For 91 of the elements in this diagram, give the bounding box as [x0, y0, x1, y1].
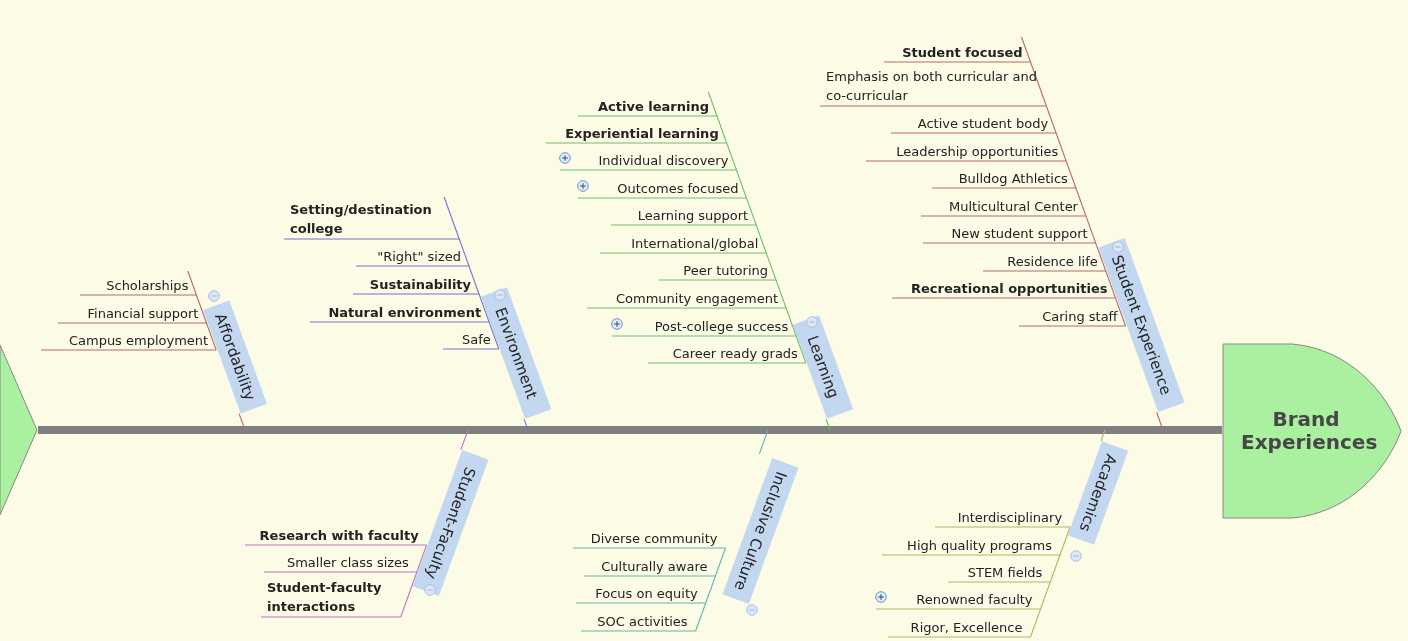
- branch-line: [575, 602, 707, 604]
- cause-text: Smaller class sizes: [286, 554, 409, 571]
- cause-text: Emphasis on both curricular and co-curricular: [826, 67, 1044, 105]
- branch-line: [586, 307, 787, 309]
- cause-text: Diverse community: [590, 530, 718, 547]
- fish-tail: [0, 345, 38, 515]
- cause-text: Interdisciplinary: [957, 509, 1063, 526]
- branch-line: [891, 297, 1117, 299]
- cause-text: Student focused: [902, 44, 1023, 61]
- rib-line: [187, 270, 217, 351]
- branch-line: [934, 526, 1071, 528]
- rib-line: [825, 418, 831, 431]
- branch-line: [658, 279, 777, 281]
- cause-text: Active student body: [917, 115, 1049, 132]
- cause-text: Learning support: [637, 207, 749, 224]
- branch-line: [890, 132, 1057, 134]
- cause-text: New student support: [951, 225, 1088, 242]
- branch-line: [610, 224, 757, 226]
- rib-line: [238, 413, 246, 431]
- branch-line: [819, 105, 1047, 107]
- branch-line: [545, 142, 728, 144]
- cause-text: Post-college success: [654, 318, 789, 335]
- cause-text: "Right" sized: [377, 248, 461, 265]
- cause-text: SOC activities: [597, 613, 688, 630]
- cause-text: Financial support: [87, 305, 199, 322]
- cause-text: Experiential learning: [565, 125, 719, 142]
- rib-line: [1029, 526, 1071, 638]
- branch-line: [559, 169, 737, 171]
- cause-text: International/global: [631, 235, 759, 252]
- rib-line: [758, 429, 769, 455]
- branch-line: [577, 197, 748, 199]
- branch-line: [931, 187, 1077, 189]
- branch-line: [875, 608, 1042, 610]
- cause-text: Multicultural Center: [949, 198, 1078, 215]
- rib-line: [443, 196, 500, 350]
- fish-head: Brand Experiences: [1222, 343, 1402, 519]
- rib-line: [695, 547, 727, 632]
- branch-line: [865, 160, 1067, 162]
- branch-line: [982, 270, 1107, 272]
- cause-text: Setting/destination college: [290, 200, 455, 238]
- branch-line: [263, 571, 418, 573]
- cause-text: Sustainability: [369, 276, 472, 293]
- branch-line: [577, 115, 718, 117]
- cause-text: Peer tutoring: [683, 262, 768, 279]
- branch-line: [309, 321, 490, 323]
- cause-text: Community engagement: [616, 290, 779, 307]
- branch-line: [580, 630, 697, 632]
- cause-text: Outcomes focused: [617, 180, 739, 197]
- branch-line: [79, 294, 197, 296]
- rib-line: [523, 418, 529, 431]
- branch-line: [922, 242, 1097, 244]
- cause-text: Residence life: [1007, 253, 1098, 270]
- branch-line: [887, 636, 1032, 638]
- cause-text: High quality programs: [907, 537, 1052, 554]
- cause-text: Active learning: [598, 98, 709, 115]
- cause-text: Bulldog Athletics: [958, 170, 1068, 187]
- branch-line: [244, 544, 428, 546]
- branch-line: [881, 554, 1061, 556]
- branch-line: [883, 61, 1032, 63]
- branch-line: [283, 238, 460, 240]
- spine-line: [38, 426, 1222, 434]
- branch-line: [57, 322, 208, 324]
- rib-line: [1020, 36, 1127, 327]
- rib-line: [460, 429, 469, 451]
- cause-text: STEM fields: [967, 564, 1043, 581]
- cause-text: Scholarships: [106, 277, 189, 294]
- branch-line: [611, 335, 797, 337]
- branch-line: [1018, 325, 1127, 327]
- cause-text: Rigor, Excellence: [910, 619, 1023, 636]
- branch-line: [647, 362, 807, 364]
- cause-text: Individual discovery: [598, 152, 729, 169]
- cause-text: Leadership opportunities: [896, 143, 1059, 160]
- rib-line: [400, 544, 428, 618]
- branch-line: [260, 616, 402, 618]
- branch-line: [920, 215, 1087, 217]
- branch-line: [572, 547, 727, 549]
- cause-text: Focus on equity: [595, 585, 698, 602]
- branch-line: [352, 293, 480, 295]
- branch-line: [947, 581, 1051, 583]
- rib-line: [707, 91, 807, 364]
- branch-line: [355, 265, 470, 267]
- cause-text: Natural environment: [328, 304, 482, 321]
- rib-line: [1100, 429, 1106, 442]
- rib-line: [1156, 411, 1164, 431]
- branch-line: [40, 349, 217, 351]
- cause-text: Renowned faculty: [916, 591, 1033, 608]
- cause-text: Student-faculty interactions: [267, 578, 399, 616]
- branch-line: [442, 348, 500, 350]
- branch-line: [599, 252, 767, 254]
- cause-text: Culturally aware: [601, 558, 708, 575]
- branch-line: [583, 575, 716, 577]
